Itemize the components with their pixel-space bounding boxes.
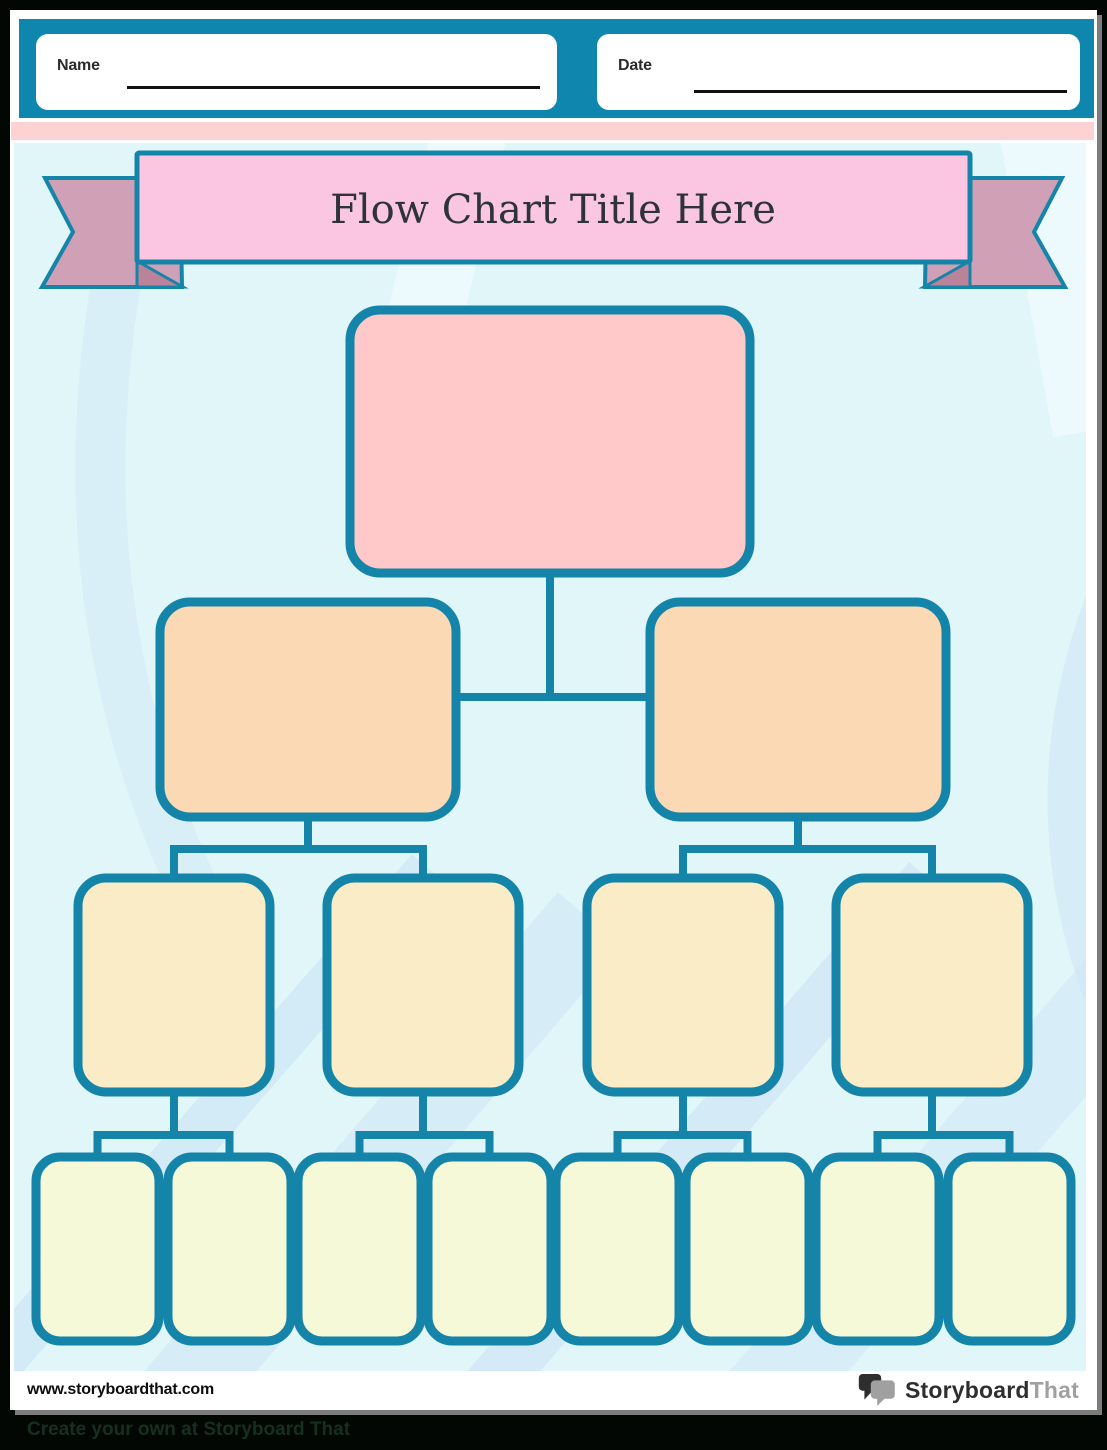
name-fill-line[interactable] [127, 86, 540, 89]
pink-divider-strip [11, 122, 1094, 140]
ribbon-fold-left [135, 258, 189, 289]
connector-l3-bracket-4 [873, 1131, 1014, 1163]
flowchart-node-level4-3[interactable] [293, 1152, 426, 1346]
connector-l3-bracket-2 [355, 1131, 494, 1163]
logo-text-secondary: That [1029, 1376, 1079, 1403]
flowchart-node-level4-5[interactable] [551, 1152, 684, 1346]
flowchart-node-level4-4[interactable] [423, 1152, 556, 1346]
banner-title-text[interactable]: Flow Chart Title Here [330, 187, 776, 233]
flowchart-node-level1[interactable] [345, 305, 755, 578]
flowchart-node-level4-8[interactable] [943, 1152, 1076, 1346]
flowchart-node-level4-6[interactable] [681, 1152, 814, 1346]
speech-bubble-gray [870, 1380, 895, 1406]
flowchart-node-level4-1[interactable] [31, 1152, 164, 1346]
flowchart-node-level4-7[interactable] [811, 1152, 944, 1346]
footer-tagline: Create your own at Storyboard That [27, 1419, 351, 1440]
ribbon-fold-right [918, 258, 972, 289]
date-fill-line[interactable] [694, 90, 1067, 93]
printable-page: Name Date Flow Chart T [10, 10, 1097, 1410]
flowchart-node-level3-3[interactable] [582, 873, 784, 1097]
logo-wordmark: StoryboardThat [905, 1377, 1079, 1404]
date-label: Date [618, 57, 652, 74]
connector-l3-bracket-3 [613, 1131, 752, 1163]
logo-speech-bubbles-icon [858, 1374, 895, 1406]
flowchart-node-level3-2[interactable] [322, 873, 524, 1097]
connector-l2-left-bracket [170, 845, 427, 884]
connector-l2-right-bracket [679, 845, 936, 884]
name-label: Name [57, 57, 100, 74]
flowchart-node-level3-1[interactable] [73, 873, 275, 1097]
date-field[interactable]: Date [597, 34, 1080, 110]
flowchart-connectors [93, 569, 1014, 1163]
logo-text-primary: Storyboard [904, 1376, 1030, 1403]
header-band: Name Date [19, 19, 1094, 118]
name-field[interactable]: Name [36, 34, 557, 110]
website-url: www.storyboardthat.com [27, 1381, 215, 1398]
flowchart-node-level2-2[interactable] [645, 597, 951, 822]
flowchart-nodes [31, 305, 1076, 1346]
banner-rect [134, 150, 973, 265]
flowchart-node-level3-4[interactable] [831, 873, 1033, 1097]
storyboardthat-logo[interactable]: StoryboardThat [858, 1372, 1079, 1408]
bottom-black-bar: Create your own at Storyboard That [0, 1415, 1107, 1450]
flowchart-node-level2-1[interactable] [155, 597, 461, 822]
flowchart-node-level4-2[interactable] [163, 1152, 296, 1346]
flowchart-canvas: Flow Chart Title Here [14, 143, 1086, 1371]
title-banner: Flow Chart Title Here [38, 150, 1069, 289]
connector-l3-bracket-1 [93, 1131, 234, 1163]
